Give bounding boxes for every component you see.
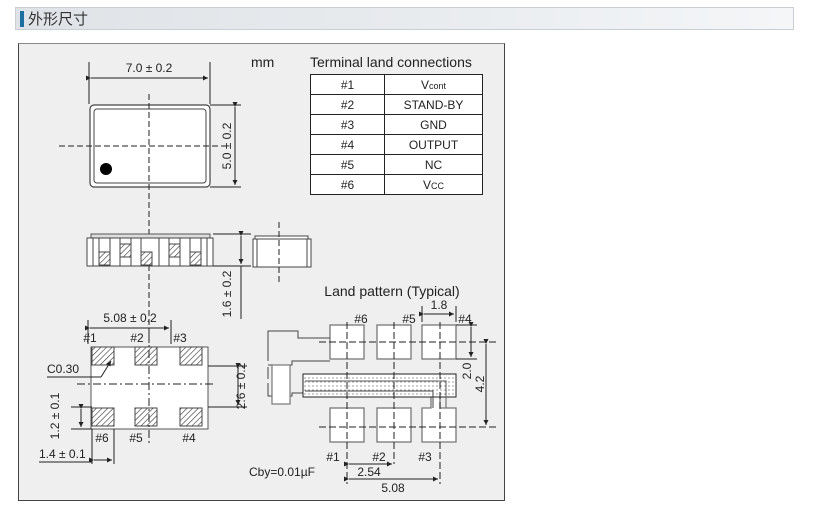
pitch-dim: 5.08 ± 0.2 <box>103 311 157 325</box>
bottom-pad-2 <box>134 346 158 366</box>
signal-cell: NC <box>384 154 483 175</box>
table-row: #4 OUTPUT <box>310 134 483 155</box>
land-pin-label: #2 <box>372 450 386 464</box>
side-view: 1.6 ± 0.2 <box>86 222 312 319</box>
side-height-dim: 1.6 ± 0.2 <box>220 270 234 317</box>
pin-label: #1 <box>83 331 97 345</box>
top-view: 7.0 ± 0.2 5.0 ± 0.2 <box>59 61 241 364</box>
top-width-dim: 7.0 ± 0.2 <box>126 61 173 75</box>
land-pattern: Land pattern (Typical) #6 #5 #4 1.8 <box>249 283 499 495</box>
side-pad <box>140 251 153 266</box>
pin1-marker-dot <box>100 163 112 175</box>
drawing-svg: 7.0 ± 0.2 5.0 ± 0.2 <box>39 61 499 495</box>
pitch-5-08-dim: 5.08 <box>381 481 405 495</box>
signal-text: OUTPUT <box>408 137 459 152</box>
land-pad-height-dim: 2.0 <box>460 362 474 379</box>
land-pin-label: #1 <box>326 450 340 464</box>
pin-cell: #5 <box>310 154 385 175</box>
pin-cell: #6 <box>310 174 385 195</box>
unit-label: mm <box>251 54 275 70</box>
pad-width-dim: 1.4 ± 0.1 <box>39 447 86 461</box>
side-pad <box>98 251 111 266</box>
table-row: #3 GND <box>310 114 483 135</box>
table-row: #5 NC <box>310 154 483 175</box>
signal-cell: STAND-BY <box>384 94 483 115</box>
pad-height-dim: 1.2 ± 0.1 <box>48 392 62 439</box>
table-row: #2 STAND-BY <box>310 94 483 115</box>
pin-cell: #1 <box>310 74 385 95</box>
side-pad <box>119 243 132 258</box>
signal-cell: GND <box>384 114 483 135</box>
signal-text: GND <box>420 117 447 132</box>
land-pin-label: #6 <box>354 312 368 326</box>
bottom-view: 5.08 ± 0.2 #1 #2 #3 C0.30 2.6 ± 0.2 1.2 … <box>39 311 248 464</box>
side-pad <box>168 243 181 258</box>
capacitor-pad <box>271 364 291 405</box>
pin-cell: #2 <box>310 94 385 115</box>
pitch-2-54-dim: 2.54 <box>357 465 381 479</box>
bottom-pad-6 <box>91 407 115 427</box>
bottom-pad-1 <box>91 346 115 366</box>
bottom-pad-3 <box>179 346 203 366</box>
signal-text: V <box>420 77 429 92</box>
bottom-pad-4 <box>179 407 203 427</box>
terminal-table-title: Terminal land connections <box>310 54 472 70</box>
pin-label: #6 <box>95 431 109 445</box>
chamfer-label: C0.30 <box>47 362 79 376</box>
signal-text: NC <box>424 157 443 172</box>
row-gap-dim: 2.6 ± 0.2 <box>234 362 248 409</box>
land-pin-label: #4 <box>458 312 472 326</box>
pin-label: #3 <box>173 331 187 345</box>
land-pad-width-dim: 1.8 <box>431 298 448 312</box>
land-row-pitch-dim: 4.2 <box>473 375 487 392</box>
signal-cell: OUTPUT <box>384 134 483 155</box>
dimension-drawing: 7.0 ± 0.2 5.0 ± 0.2 <box>18 43 505 501</box>
section-title: 外形尺寸 <box>28 10 89 28</box>
pin-cell: #3 <box>310 114 385 135</box>
signal-subscript: CC <box>431 180 444 191</box>
capacitor-label: Cby=0.01µF <box>249 465 315 479</box>
pin-label: #2 <box>130 331 144 345</box>
land-pin-label: #5 <box>402 312 416 326</box>
land-pattern-title: Land pattern (Typical) <box>324 283 459 299</box>
signal-cell: Vcont <box>384 74 483 95</box>
pin-cell: #4 <box>310 134 385 155</box>
pin-label: #4 <box>182 431 196 445</box>
bottom-pad-5 <box>134 407 158 427</box>
signal-text: STAND-BY <box>403 97 464 112</box>
pin-label: #5 <box>129 431 143 445</box>
section-header: 外形尺寸 <box>15 7 794 30</box>
header-accent-bar <box>20 11 24 27</box>
side-pad <box>189 251 202 266</box>
signal-subscript: cont <box>429 80 447 91</box>
top-height-dim: 5.0 ± 0.2 <box>220 122 234 169</box>
signal-cell: VCC <box>384 174 483 195</box>
signal-text: V <box>422 177 431 192</box>
land-pin-label: #3 <box>418 450 432 464</box>
